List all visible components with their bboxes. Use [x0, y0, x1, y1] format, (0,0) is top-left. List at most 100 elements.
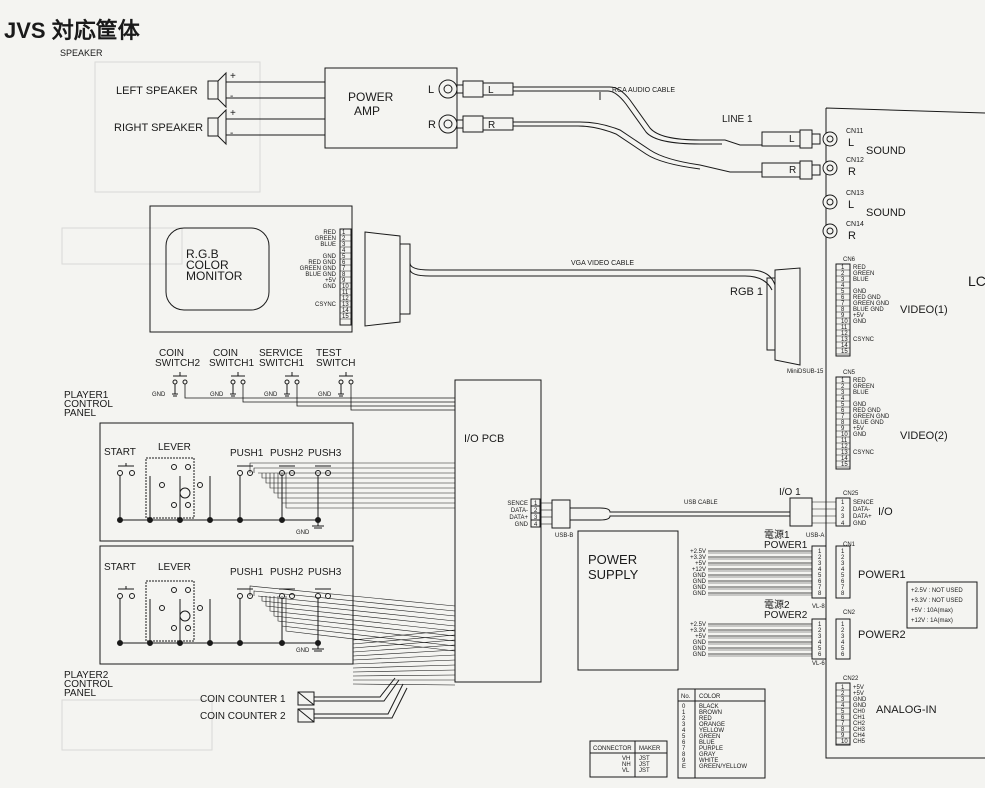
cn1-pin: 1 — [841, 549, 845, 555]
color-table-no: 9 — [682, 758, 686, 764]
power-supply: POWER SUPPLY — [577, 530, 679, 671]
vl8-label: VL-8 — [812, 604, 825, 610]
cn22-pin-label: +5V — [853, 691, 864, 697]
video1-pin-number: 5 — [841, 289, 845, 295]
usb-cable-label: USB CABLE — [684, 500, 718, 506]
vl8-pin: 8 — [818, 591, 822, 597]
usb-cable: USB-B USB CABLE I/O 1 USB-A — [551, 487, 824, 539]
maker-table-maker: JST — [639, 768, 650, 774]
rca-cable-lower — [513, 121, 762, 173]
p1-push3: PUSH3 — [308, 448, 342, 459]
video2-pin-label: CSYNC — [853, 450, 875, 456]
cn22-pin-label: GND — [853, 703, 867, 709]
io-pcb-pin-number: 3 — [534, 515, 538, 521]
cn25-pin-label: SENCE — [853, 500, 874, 506]
video2-pin-number: 7 — [841, 414, 845, 420]
switch-gnd-label: GND — [318, 392, 332, 398]
rca-cable-upper — [513, 86, 762, 146]
amp-r: R — [428, 119, 436, 131]
video1-pin-label: RED — [853, 265, 866, 271]
power2-en: POWER2 — [764, 610, 808, 621]
monitor-pin-label: CSYNC — [315, 302, 337, 308]
color-table-color: RED — [699, 716, 712, 722]
ps-p2-pin-label: GND — [693, 646, 707, 652]
coin-counter1-label: COIN COUNTER 1 — [200, 694, 286, 705]
cn25-pin-number: 4 — [841, 521, 845, 527]
io-label: I/O — [878, 506, 893, 518]
io-pcb-pin-label: DATA+ — [509, 515, 528, 521]
rca-plugs: L R — [456, 80, 514, 133]
monitor-pin-label: BLUE GND — [305, 272, 336, 278]
test-switch-l1: TEST — [316, 348, 342, 359]
ps-p1-pin-label: +2.5V — [690, 549, 706, 555]
video1-pin-number: 6 — [841, 295, 845, 301]
p2-label-3: PANEL — [64, 688, 96, 699]
cn2-pin: 1 — [841, 622, 845, 628]
sound-jacks: CN11 L CN12 R SOUND CN13 L CN14 R SOUND — [822, 128, 906, 242]
cn1-pin: 4 — [841, 567, 845, 573]
color-table-no: 8 — [682, 752, 686, 758]
p1-push1: PUSH1 — [230, 448, 264, 459]
left-speaker-label: LEFT SPEAKER — [116, 85, 198, 97]
vl8-pin: 7 — [818, 585, 822, 591]
vl6-pin: 5 — [818, 646, 822, 652]
ps-p2-pin-label: +2.5V — [690, 622, 706, 628]
video2-pin-number: 5 — [841, 402, 845, 408]
p1-start: START — [104, 447, 136, 458]
color-table-no: E — [682, 764, 686, 770]
video2-pin-number: 3 — [841, 390, 845, 396]
power-amp: POWER AMP L R — [324, 67, 458, 149]
color-table-no: 4 — [682, 728, 686, 734]
video2-pin-label: +5V — [853, 426, 864, 432]
monitor-pin-number: 11 — [342, 290, 349, 296]
vl6-pin: 2 — [818, 628, 822, 634]
coin-switch2-l2: SWITCH2 — [155, 358, 200, 369]
monitor-pin-label: GREEN GND — [300, 266, 337, 272]
video2-pin-number: 14 — [841, 456, 848, 462]
video1-pin-label: CSYNC — [853, 337, 875, 343]
video2-pin-number: 11 — [841, 438, 848, 444]
vga-cable-label: VGA VIDEO CABLE — [571, 260, 634, 267]
cn1-pin: 5 — [841, 573, 845, 579]
color-table-color: BROWN — [699, 710, 722, 716]
rgb1-label: RGB 1 — [730, 286, 763, 298]
service-switch-l1: SERVICE — [259, 348, 303, 359]
cn22-pin-label: CH5 — [853, 739, 866, 745]
video2-pin-label: BLUE — [853, 390, 869, 396]
rating-1: +2.5V : NOT USED — [911, 588, 963, 594]
line1-label: LINE 1 — [722, 114, 753, 125]
cn22-pin-number: 2 — [841, 691, 845, 697]
video1-pin-number: 13 — [841, 337, 848, 343]
monitor-title-2: COLOR — [186, 258, 229, 272]
color-table-color: ORANGE — [699, 722, 725, 728]
color-table-no: 5 — [682, 734, 686, 740]
board-outline — [825, 107, 985, 759]
p2-gnd: GND — [296, 648, 310, 654]
video2-pin-number: 10 — [841, 432, 848, 438]
video2-pin-label: BLUE GND — [853, 420, 884, 426]
maker-table-connector: NH — [622, 762, 631, 768]
io-input-wires — [352, 629, 456, 686]
maker-table-maker: JST — [639, 762, 650, 768]
video2-pin-label: RED — [853, 378, 866, 384]
switch-row: COIN SWITCH2 COIN SWITCH1 SERVICE SWITCH… — [152, 348, 455, 411]
video2-pin-number: 12 — [841, 444, 848, 450]
cn2-pin: 6 — [841, 652, 845, 658]
cn22-pin-number: 4 — [841, 703, 845, 709]
video2-pin-number: 1 — [841, 378, 845, 384]
io-pcb-pin-number: 1 — [534, 501, 538, 507]
left-speaker: LEFT SPEAKER + - — [116, 71, 236, 109]
line1-l: L — [789, 134, 795, 145]
amp-l-jack-icon — [438, 79, 458, 99]
rca-l: L — [488, 85, 494, 96]
page-title: JVS 対応筐体 — [4, 18, 141, 43]
vga-cable: VGA VIDEO CABLE RGB 1 MiniDSUB-15 — [364, 231, 824, 375]
cn1-pin: 8 — [841, 591, 845, 597]
video1-label: VIDEO(1) — [900, 304, 948, 316]
vl6-pin: 6 — [818, 652, 822, 658]
video2-pin-number: 15 — [841, 462, 848, 468]
color-table-no: 1 — [682, 710, 686, 716]
vl8-pin: 3 — [818, 561, 822, 567]
p2-label-1: PLAYER2 — [64, 670, 109, 681]
